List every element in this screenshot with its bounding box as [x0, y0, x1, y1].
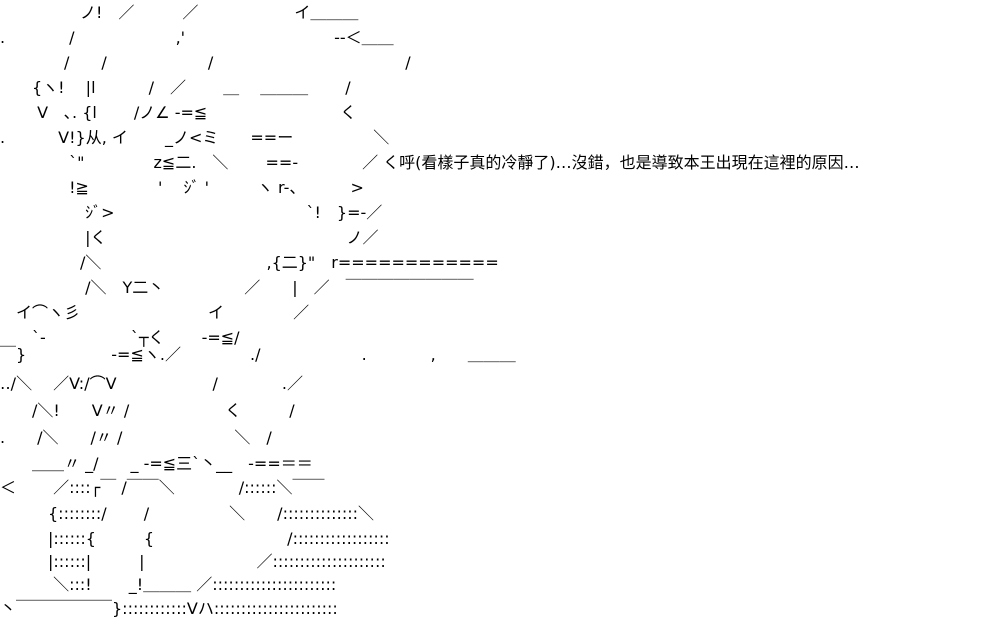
art-line: /＼ Y二丶 ／ | ／ ￣￣￣￣￣￣￣￣: [0, 278, 474, 297]
art-line: . /＼ /〃 / ＼ /: [0, 428, 272, 447]
art-line: ‥/＼ ／V:/⌒V / .／: [0, 374, 304, 393]
art-line: 丶￣￣￣￣￣￣}::::::::::::Vハ::::::::::::::::::…: [0, 599, 338, 618]
art-line-with-dialogue: `" z≦二. ＼ ==- ／ く呼(看樣子真的冷靜了)…沒錯，也是導致本王出現…: [0, 153, 860, 172]
art-line: イ⌒ヽ彡 イ ／: [0, 303, 310, 322]
art-line: V ､. {l /ノ∠ -=≦ く: [0, 103, 357, 122]
art-line: |::::::{ { /::::::::::::::::::: [0, 529, 390, 548]
art-line: ＜ ／::::┌￣ /￣￣＼ /::::::＼￣￣: [0, 478, 325, 497]
art-line: |く ノ／: [0, 228, 379, 247]
art-line: ｼﾞ> `! }=-／: [0, 203, 383, 222]
art-line: `- `┬く -=≦/: [0, 328, 240, 347]
art-line: . / ,' --＜＿＿: [0, 28, 394, 47]
art-line: . V!}从, イ _ノ<ミ ==ー ＼: [0, 128, 390, 147]
art-line: ＼:::! _!＿＿＿ ／:::::::::::::::::::::::: [0, 575, 337, 594]
art-line: {ヽ! |l / ／ ＿ ＿＿＿ /: [0, 78, 351, 97]
art-line: ノ! ／ ／ イ＿＿＿: [0, 3, 359, 22]
art-line: {::::::::/ / ＼ /::::::::::::::＼: [0, 504, 375, 523]
art-line: |::::::| | ／:::::::::::::::::::::: [0, 552, 386, 571]
art-line: ＿＿〃 _/ _ -=≦三`丶__ -==＝＝: [0, 454, 313, 473]
art-line: /＼! V〃 / く /: [0, 401, 295, 420]
art-line: / / / /: [0, 53, 411, 72]
art-line: /＼ ,{二}" r============: [0, 253, 499, 272]
art-line: !≧ ' ｼﾞ ' ヽ r-、 >: [0, 178, 364, 197]
art-line: ￣} -=≦ヽ.／ ./ . , ＿＿＿: [0, 345, 516, 364]
